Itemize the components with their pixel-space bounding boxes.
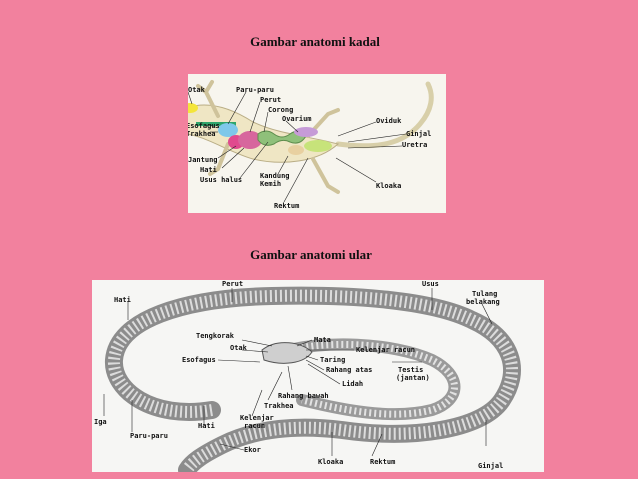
- snake-label-trakhea: Trakhea: [264, 402, 294, 410]
- snake-label-usus: Usus: [422, 280, 439, 288]
- label-rektum: Rektum: [274, 202, 300, 210]
- snake-label-mata: Mata: [314, 336, 331, 344]
- snake-label-kloaka: Kloaka: [318, 458, 344, 466]
- label-kloaka: Kloaka: [376, 182, 402, 190]
- snake-anatomy-title: Gambar anatomi ular: [250, 247, 372, 262]
- snake-label-hati-bawah: Hati: [198, 422, 215, 430]
- label-usus-halus: Usus halus: [200, 176, 243, 184]
- lizard-anatomy-title: Gambar anatomi kadal: [250, 34, 380, 49]
- snake-label-rektum: Rektum: [370, 458, 396, 466]
- snake-label-kelenjar: Kelenjar: [240, 414, 274, 422]
- label-trakhea: Trakhea: [188, 130, 216, 138]
- label-corong: Corong: [268, 106, 294, 114]
- snake-label-lidah: Lidah: [342, 380, 364, 388]
- snake-label-esofagus: Esofagus: [182, 356, 216, 364]
- snake-illustration: [103, 286, 521, 472]
- snake-label-racun: racun: [244, 422, 266, 430]
- label-uretra: Uretra: [402, 141, 428, 149]
- snake-label-jantan: (jantan): [396, 374, 430, 382]
- lizard-illustration: [188, 80, 434, 203]
- label-ovarium: Ovarium: [282, 115, 312, 123]
- lizard-anatomy-figure: Otak Paru-paru Perut Corong Ovarium Esof…: [188, 74, 446, 213]
- snake-anatomy-figure: Perut Usus Tulang belakang Hati Tengkora…: [92, 280, 544, 472]
- label-kandung: Kandung: [260, 172, 290, 180]
- snake-label-tulang: Tulang: [472, 290, 498, 298]
- label-esofagus: Esofagus: [188, 122, 220, 130]
- snake-label-ginjal: Ginjal: [478, 462, 504, 470]
- label-otak: Otak: [188, 86, 205, 94]
- snake-label-hati: Hati: [114, 296, 131, 304]
- label-paru-paru: Paru-paru: [236, 86, 274, 94]
- label-perut: Perut: [260, 96, 282, 104]
- snake-label-taring: Taring: [320, 356, 346, 364]
- snake-label-iga: Iga: [94, 418, 107, 426]
- label-hati: Hati: [200, 166, 217, 174]
- snake-label-paru-paru: Paru-paru: [130, 432, 168, 440]
- snake-label-perut: Perut: [222, 280, 244, 288]
- label-jantung: Jantung: [188, 156, 218, 164]
- snake-label-rahang-bawah: Rahang bawah: [278, 392, 329, 400]
- snake-label-kelenjar-racun: Kelenjar racun: [356, 346, 416, 354]
- snake-label-rahang-atas: Rahang atas: [326, 366, 373, 374]
- label-ginjal: Ginjal: [406, 130, 432, 138]
- label-oviduk: Oviduk: [376, 117, 402, 125]
- label-kemih: Kemih: [260, 180, 282, 188]
- snake-label-otak: Otak: [230, 344, 247, 352]
- snake-label-ekor: Ekor: [244, 446, 261, 454]
- snake-label-tengkorak: Tengkorak: [196, 332, 234, 340]
- snake-label-belakang: belakang: [466, 298, 500, 306]
- snake-label-testis: Testis: [398, 366, 424, 374]
